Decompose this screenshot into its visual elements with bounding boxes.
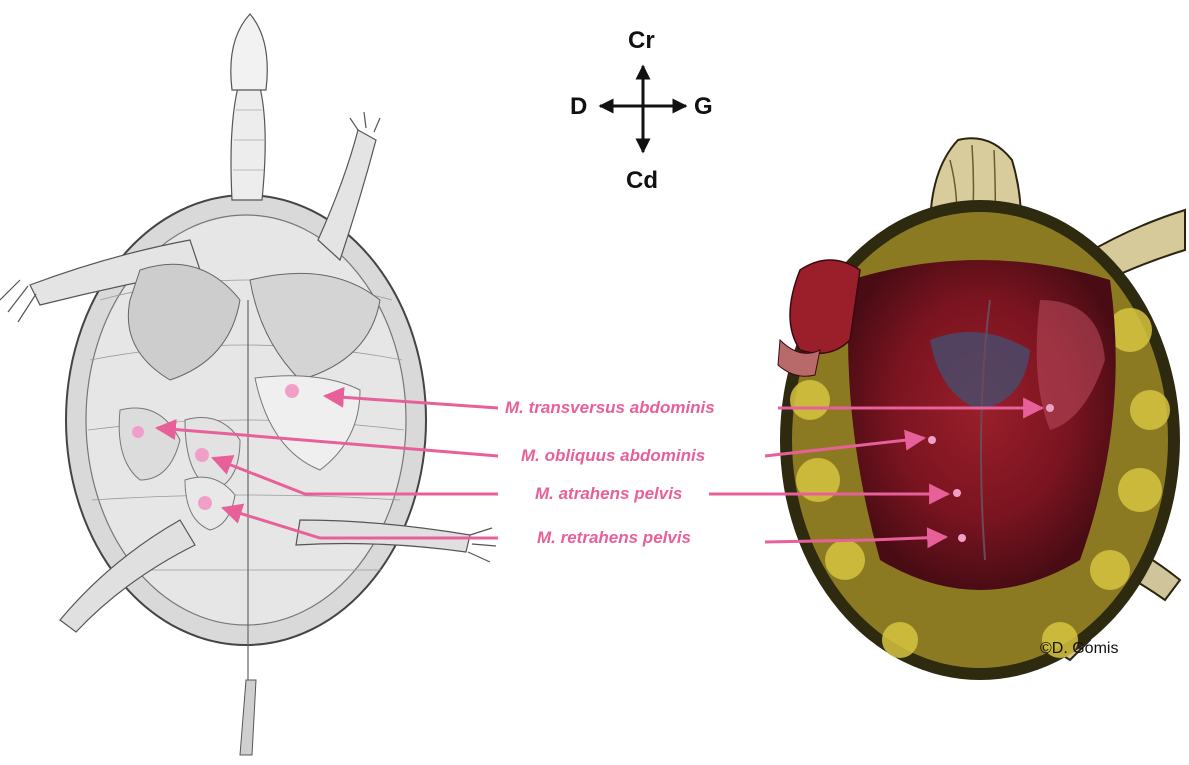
label-atrahens-pelvis: M. atrahens pelvis bbox=[535, 484, 682, 504]
marker-obliquus-right bbox=[928, 436, 936, 444]
marker-obliquus-left bbox=[132, 426, 144, 438]
marker-retrahens-left bbox=[198, 496, 212, 510]
marker-transversus-left bbox=[285, 384, 299, 398]
marker-atrahens-left bbox=[195, 448, 209, 462]
label-transversus-abdominis: M. transversus abdominis bbox=[505, 398, 715, 418]
compass-label-left: G bbox=[694, 94, 713, 120]
orientation-compass-arrows bbox=[600, 66, 686, 152]
compass-label-right: D bbox=[570, 94, 587, 120]
turtle-illustration-left bbox=[0, 14, 496, 755]
marker-transversus-right bbox=[1046, 404, 1054, 412]
copyright-credit: ©D. Gomis bbox=[1040, 640, 1118, 658]
compass-label-caudal: Cd bbox=[626, 168, 658, 194]
label-retrahens-pelvis: M. retrahens pelvis bbox=[537, 528, 691, 548]
marker-atrahens-right bbox=[953, 489, 961, 497]
marker-retrahens-right bbox=[958, 534, 966, 542]
label-obliquus-abdominis: M. obliquus abdominis bbox=[521, 446, 705, 466]
compass-label-cranial: Cr bbox=[628, 28, 655, 54]
